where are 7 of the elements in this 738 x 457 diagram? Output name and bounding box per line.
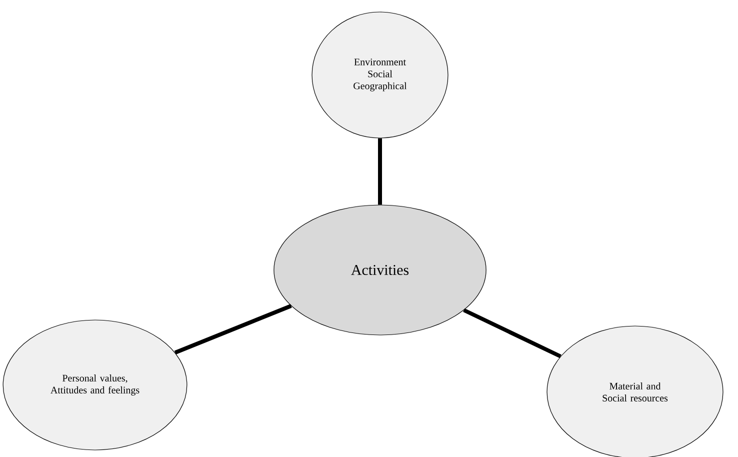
connector-line bbox=[174, 304, 292, 355]
connector-line bbox=[378, 138, 382, 205]
ellipse-node: Activities bbox=[274, 204, 486, 336]
connector-line bbox=[463, 308, 562, 358]
ellipse-node: Material and Social resources bbox=[546, 326, 724, 457]
ellipse-node: Environment Social Geographical bbox=[312, 12, 448, 138]
ellipse-node: Personal values, Attitudes and feelings bbox=[2, 320, 188, 450]
